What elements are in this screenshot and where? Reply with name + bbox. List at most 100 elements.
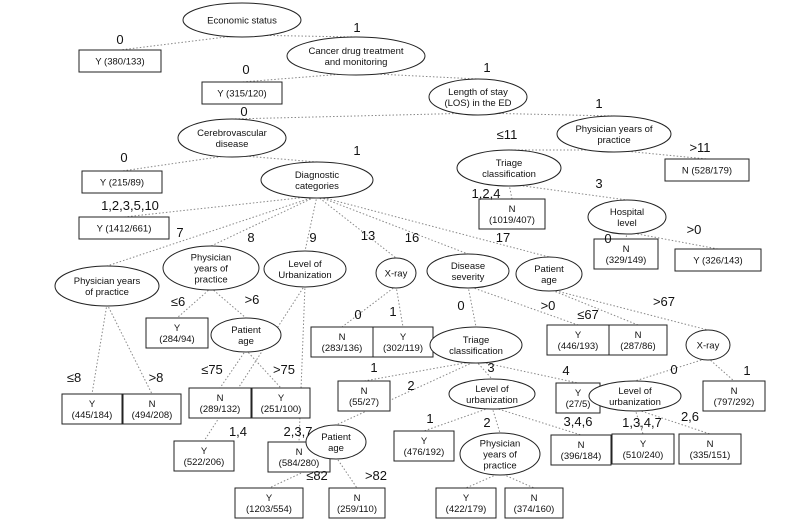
edge-economic-status-to-leaf-y-380 — [119, 34, 243, 51]
node-label-line: Y — [278, 393, 285, 404]
leaf-node-leaf-n-283: N(283/136) — [310, 326, 374, 358]
node-label-line: (289/132) — [200, 404, 241, 415]
split-ellipse — [286, 36, 426, 76]
node-label-line: Y — [575, 388, 582, 399]
edge-physician-years-8-to-leaf-y-284 — [176, 287, 212, 319]
node-label-line: classification — [449, 346, 503, 357]
edge-physician-years-low-to-leaf-n-374 — [499, 472, 535, 489]
node-label-line: (329/149) — [606, 255, 647, 266]
edge-physician-years-low-to-leaf-y-422 — [465, 472, 501, 489]
edge-label-triage-mid-to-leaf-n-55: 1 — [370, 360, 377, 375]
leaf-box — [145, 317, 209, 349]
node-label-line: N — [361, 386, 368, 397]
leaf-node-leaf-y-284: Y(284/94) — [145, 317, 209, 349]
leaf-node-leaf-n-797: N(797/292) — [702, 380, 766, 412]
edge-patient-age-low-to-leaf-n-259 — [335, 456, 358, 489]
split-ellipse — [448, 378, 536, 410]
node-label-line: Level of — [475, 384, 509, 395]
node-label-line: (251/100) — [261, 404, 302, 415]
edge-patient-age-17-to-xray-right — [548, 288, 709, 331]
leaf-box — [201, 81, 283, 105]
edge-urbanization-mid-to-physician-years-low — [491, 406, 501, 434]
edge-label-diagnostic-to-xray-13: 13 — [361, 228, 375, 243]
edge-label-hospital-level-to-leaf-y-326: >0 — [687, 222, 702, 237]
leaf-box — [337, 380, 391, 412]
node-label-line: Y — [266, 493, 273, 504]
node-label-line: age — [328, 443, 344, 454]
node-label-line: practice — [194, 275, 227, 286]
edge-urbanization-mid-to-leaf-n-396 — [491, 406, 582, 436]
node-label-line: (446/193) — [558, 341, 599, 352]
split-ellipse — [456, 149, 562, 187]
edge-label-economic-status-to-leaf-y-380: 0 — [116, 32, 123, 47]
edge-label-los-to-physician-years-top: 1 — [595, 96, 602, 111]
node-label-line: Y (1412/661) — [97, 224, 152, 235]
node-label-line: Disease — [451, 261, 485, 272]
edge-diagnostic-to-disease-severity — [316, 195, 469, 255]
node-label-line: Y (380/133) — [95, 57, 144, 68]
edge-label-diagnostic-to-physician-years-left: 7 — [176, 225, 183, 240]
split-node-xray-right: X-ray — [685, 329, 731, 361]
node-label-line: urbanization — [466, 395, 518, 406]
leaf-node-leaf-y-302: Y(302/119) — [372, 326, 434, 358]
edge-label-hospital-level-to-leaf-n-329: 0 — [604, 231, 611, 246]
leaf-box — [608, 324, 668, 356]
edge-label-cancer-drug-to-leaf-y-315: 0 — [242, 62, 249, 77]
leaf-node-leaf-y-445: Y(445/184) — [61, 393, 123, 425]
leaf-node-leaf-n-335: N(335/151) — [678, 433, 742, 465]
edge-physician-years-left-to-leaf-y-445 — [91, 303, 108, 395]
node-label-line: (55/27) — [349, 397, 379, 408]
edge-label-patient-age-low-to-leaf-y-1203: ≤82 — [306, 468, 328, 483]
leaf-box — [593, 238, 659, 270]
leaf-node-leaf-y-215: Y (215/89) — [81, 170, 163, 194]
node-label-line: (283/136) — [322, 343, 363, 354]
node-label-line: Y — [89, 399, 96, 410]
leaf-node-leaf-n-396: N(396/184) — [550, 434, 612, 466]
node-label-line: Y — [640, 439, 647, 450]
edge-label-triage-top-to-leaf-n-1019: 1,2,4 — [472, 186, 501, 201]
edge-label-economic-status-to-cancer-drug: 1 — [353, 20, 360, 35]
split-ellipse — [515, 256, 583, 292]
node-label-line: practice — [483, 461, 516, 472]
node-label-line: (1019/407) — [489, 215, 535, 226]
node-label-line: Cancer drug treatment — [308, 46, 403, 57]
node-label-line: Physician years of — [575, 124, 652, 135]
leaf-box — [678, 433, 742, 465]
edge-hospital-level-to-leaf-y-326 — [626, 231, 719, 250]
edge-cancer-drug-to-leaf-y-315 — [241, 72, 357, 83]
split-ellipse — [305, 424, 367, 460]
edge-label-patient-age-17-to-xray-right: >67 — [653, 294, 675, 309]
edge-diagnostic-to-physician-years-8 — [210, 195, 318, 247]
node-label-line: (335/151) — [690, 450, 731, 461]
edge-triage-top-to-leaf-n-1019 — [508, 183, 513, 200]
split-ellipse — [429, 326, 523, 364]
leaf-node-leaf-n-528: N (528/179) — [664, 158, 750, 182]
edge-label-xray-13-to-leaf-n-283: 0 — [354, 307, 361, 322]
edge-label-cerebrovascular-to-leaf-y-215: 0 — [120, 150, 127, 165]
edge-label-physician-years-left-to-leaf-y-445: ≤8 — [67, 370, 81, 385]
leaf-node-leaf-y-476: Y(476/192) — [393, 430, 455, 462]
leaf-box — [664, 158, 750, 182]
node-label-line: N — [149, 399, 156, 410]
node-label-line: N — [731, 386, 738, 397]
leaf-box — [188, 387, 252, 419]
leaf-box — [122, 393, 182, 425]
edge-xray-right-to-leaf-n-797 — [707, 357, 735, 382]
node-label-line: X-ray — [697, 341, 720, 352]
leaf-box — [310, 326, 374, 358]
leaf-box — [234, 487, 304, 519]
leaf-box — [674, 248, 762, 272]
node-label-line: (510/240) — [623, 450, 664, 461]
edges-layer — [91, 34, 735, 489]
node-label-line: classification — [482, 169, 536, 180]
node-label-line: (374/160) — [514, 504, 555, 515]
edge-label-triage-mid-to-urbanization-mid: 3 — [487, 360, 494, 375]
